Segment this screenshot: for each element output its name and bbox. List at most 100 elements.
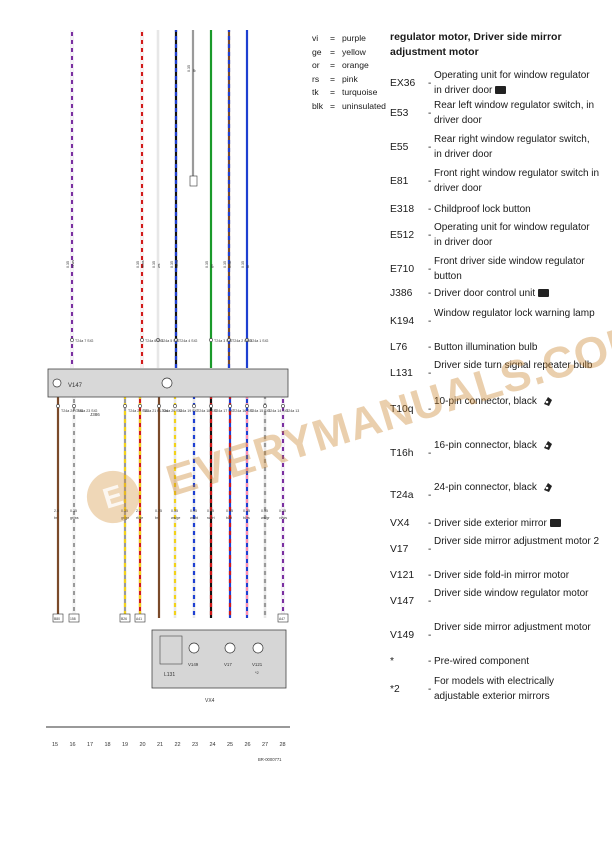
motor-symbol <box>224 642 236 654</box>
legend-description: Rear left window regulator switch, in dr… <box>434 98 600 128</box>
legend-description: Window regulator lock warning lamp <box>434 306 600 329</box>
legend-dash: - <box>428 264 432 275</box>
abbreviation-meaning: yellow <box>342 46 366 57</box>
mirror-note: *2 <box>255 670 260 675</box>
legend-description-text: Pre-wired component <box>434 656 530 667</box>
legend-description: Button illumination bulb <box>434 340 600 355</box>
legend-item: E512 -Operating unit for window regulator… <box>390 220 600 250</box>
pin-label: T24a 21 KL30a <box>143 409 168 413</box>
wire-color-label: ws <box>157 263 161 268</box>
control-unit-id: J386 <box>90 412 100 417</box>
legend-code: E710 <box>390 264 415 275</box>
legend-code: E512 <box>390 230 415 241</box>
legend-item: T16h-16-pin connector, black <box>390 438 600 461</box>
abbreviation-code: vi <box>312 33 319 43</box>
pin-label: T24a 5 SIG <box>161 339 180 343</box>
wire-color-label: br/bl <box>228 261 232 268</box>
pin-label: T24a 4 SIG <box>179 339 198 343</box>
legend-dash: - <box>428 630 432 641</box>
wire-size-label: 2.5 <box>136 509 141 513</box>
pin-circle <box>157 404 161 408</box>
legend-description-text: 10-pin connector, black <box>434 396 537 407</box>
pin-circle <box>227 338 231 342</box>
figure-id: BR-0000771 <box>258 757 282 762</box>
legend-code: L76 <box>390 342 408 353</box>
motor-symbol <box>52 378 62 388</box>
equals-sign: = <box>330 87 336 98</box>
pin-circle <box>140 338 144 342</box>
connector-icon <box>543 441 552 451</box>
motor-symbol <box>252 642 264 654</box>
legend-description-text: Driver side turn signal repeater bulb <box>434 360 593 371</box>
legend-dash: - <box>428 230 432 241</box>
legend-dash: - <box>428 108 432 119</box>
track-number: 21 <box>157 742 163 748</box>
pin-label: T24a 6 SIG <box>145 339 164 343</box>
control-unit-icon <box>538 289 550 298</box>
wire-size-label: 0.35 <box>205 261 209 268</box>
wire-color-label: bl <box>246 265 250 268</box>
legend-description-text: Operating unit for window regulator in d… <box>434 222 590 248</box>
legend-item: L131 -Driver side turn signal repeater bu… <box>390 358 600 381</box>
pin-circle <box>174 338 178 342</box>
pin-circle <box>138 404 142 408</box>
legend-dash: - <box>428 342 432 353</box>
legend-description-text: For models with electrically adjustable … <box>434 676 555 702</box>
legend-description-text: Driver side mirror adjustment motor 2 <box>434 536 600 547</box>
legend-code: V147 <box>390 596 415 607</box>
bottom-wires <box>56 397 285 618</box>
legend-item: J386-Driver door control unit <box>390 286 600 301</box>
legend-description: For models with electrically adjustable … <box>434 674 600 704</box>
control-unit-icon <box>549 519 561 528</box>
legend-code: K194 <box>390 316 415 327</box>
wire-color-label: rt/ws <box>141 260 145 268</box>
ground-ref-box <box>277 613 289 623</box>
legend-code: E81 <box>390 176 409 187</box>
track-number: 22 <box>175 742 181 748</box>
pin-label: T24a 18 SIG <box>197 409 218 413</box>
abbreviation-code: blk <box>312 100 323 111</box>
top-wires <box>70 30 249 368</box>
wire-color-label: ws/gr <box>261 516 270 520</box>
track-number: 26 <box>245 742 251 748</box>
legend-dash: - <box>428 316 432 327</box>
pin-circle <box>245 338 249 342</box>
mirror-part-label: V149 <box>188 662 199 667</box>
legend-item: *2-For models with electrically adjustab… <box>390 674 600 704</box>
legend-item: V149-Driver side mirror adjustment motor <box>390 620 600 643</box>
legend-code: L131 <box>390 368 413 379</box>
legend-description: Front right window regulator switch in d… <box>434 166 600 196</box>
legend-dash: - <box>428 204 432 215</box>
wire-color-label: gr/ge <box>121 516 129 520</box>
wire-color-label: sw/rt <box>207 516 215 520</box>
legend-description: Driver side mirror adjustment motor 2 <box>434 534 600 557</box>
legend-dash: - <box>428 570 432 581</box>
legend-dash: - <box>428 368 432 379</box>
abbreviation-meaning: uninsulated <box>342 100 386 111</box>
legend-description: Driver door control unit <box>434 286 600 301</box>
pin-label: T24a 22 SIG <box>128 409 149 413</box>
control-unit-icon <box>495 86 507 95</box>
legend-code: E53 <box>390 108 409 119</box>
ground-ref-box <box>68 613 80 623</box>
legend-description-text: Button illumination bulb <box>434 342 538 353</box>
ground-ref-box <box>119 613 131 623</box>
legend-dash: - <box>428 78 432 89</box>
mirror-unit-label: VX4 <box>205 698 215 704</box>
legend-code: * <box>390 656 395 667</box>
wire-size-label: 0.35 <box>223 261 227 268</box>
wire-color-label: rt/ge <box>136 516 143 520</box>
legend-dash: - <box>428 404 432 415</box>
legend-description-text: 24-pin connector, black <box>434 482 537 493</box>
legend-item: E710-Front driver side window regulator … <box>390 254 600 284</box>
pin-label: T24a 16 SIG <box>233 409 254 413</box>
component-boxes <box>46 368 290 728</box>
legend-description: Rear right window regulator switch, in d… <box>434 132 600 162</box>
pin-label: T24a 14 SIG <box>268 409 289 413</box>
wire-size-label: 0.35 <box>261 509 268 513</box>
legend-title: regulator motor, Driver side mirror adju… <box>390 31 562 58</box>
equals-sign: = <box>330 100 336 111</box>
legend-item: V17-Driver side mirror adjustment motor … <box>390 534 600 557</box>
